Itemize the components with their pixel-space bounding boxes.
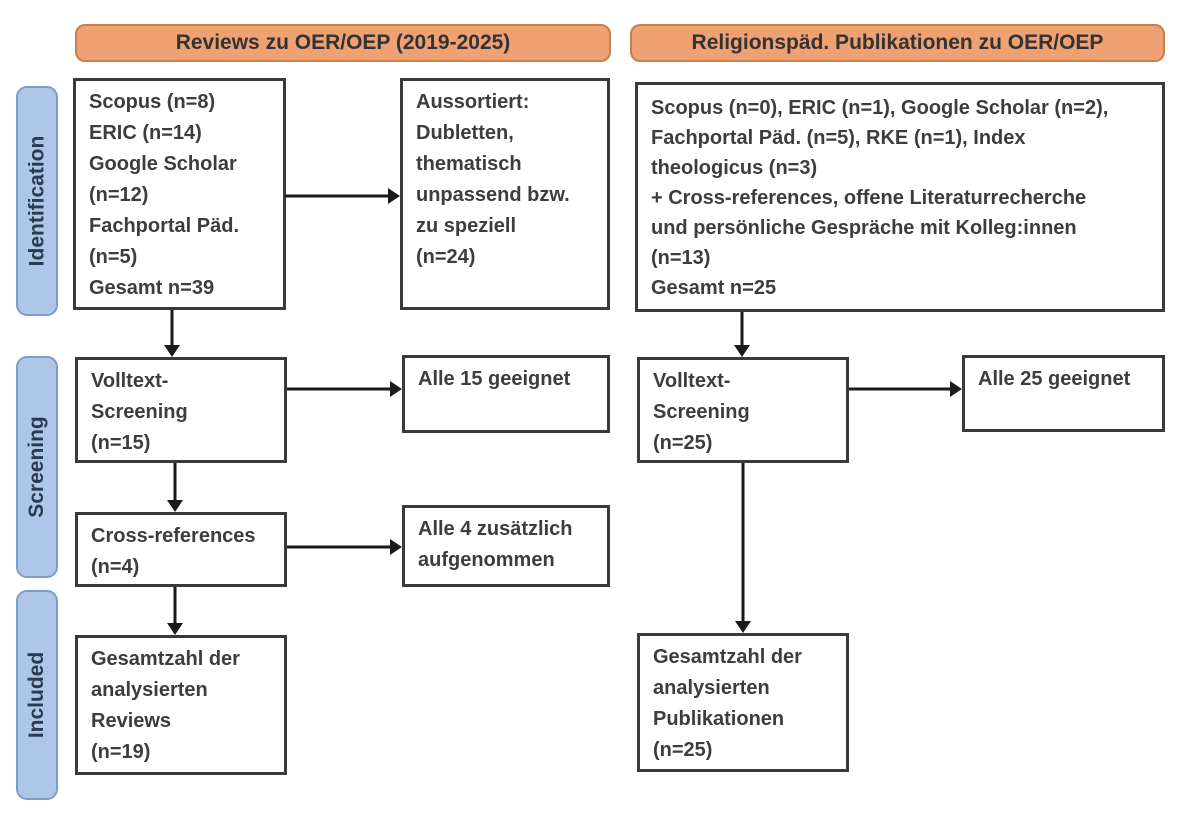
arrow-fulltext-to-eligible-left: [287, 381, 402, 397]
arrow-fulltext-to-total-right: [735, 463, 751, 633]
box-left-total-included: Gesamtzahl der analysierten Reviews (n=1…: [75, 635, 287, 775]
column-header-reviews-label: Reviews zu OER/OEP (2019-2025): [175, 31, 511, 54]
box-right-sources: Scopus (n=0), ERIC (n=1), Google Scholar…: [635, 82, 1165, 312]
stage-label-identification-text: Identification: [25, 135, 49, 267]
arrow-head-down-icon: [167, 623, 183, 635]
arrow-crossref-to-total-left: [167, 587, 183, 635]
arrow-shaft: [287, 387, 391, 391]
arrow-head-down-icon: [734, 345, 750, 357]
arrow-shaft: [741, 463, 745, 622]
arrow-shaft: [170, 310, 174, 346]
arrow-sources-to-fulltext-left: [164, 310, 180, 357]
column-header-religionspaed-label: Religionspäd. Publikationen zu OER/OEP: [691, 31, 1104, 54]
arrow-crossref-to-added-left: [287, 539, 402, 555]
arrow-shaft: [173, 463, 177, 501]
box-right-eligible-text: Alle 25 geeignet: [978, 368, 1131, 390]
box-right-total-included-text: Gesamtzahl der analysierten Publikatione…: [653, 646, 802, 761]
box-left-sources-text: Scopus (n=8) ERIC (n=14) Google Scholar …: [89, 91, 240, 299]
arrow-head-right-icon: [388, 188, 400, 204]
arrow-fulltext-to-crossref-left: [167, 463, 183, 512]
arrow-shaft: [285, 194, 389, 198]
column-header-reviews: Reviews zu OER/OEP (2019-2025): [75, 24, 611, 62]
arrow-shaft: [287, 545, 391, 549]
box-right-total-included: Gesamtzahl der analysierten Publikatione…: [637, 633, 849, 772]
box-left-excluded-text: Aussortiert: Dubletten, thematisch unpas…: [416, 91, 570, 268]
box-left-excluded: Aussortiert: Dubletten, thematisch unpas…: [400, 78, 610, 310]
box-left-crossreferences: Cross-references (n=4): [75, 512, 287, 587]
arrow-fulltext-to-eligible-right: [849, 381, 962, 397]
stage-label-screening: Screening: [16, 356, 58, 578]
arrow-head-down-icon: [735, 621, 751, 633]
stage-label-identification: Identification: [16, 86, 58, 316]
stage-label-included-text: Included: [25, 651, 48, 739]
box-left-sources: Scopus (n=8) ERIC (n=14) Google Scholar …: [73, 78, 286, 310]
stage-label-screening-text: Screening: [25, 416, 49, 518]
arrow-head-right-icon: [390, 381, 402, 397]
box-left-fulltext-screening-text: Volltext- Screening (n=15): [91, 370, 188, 454]
arrow-shaft: [740, 312, 744, 346]
box-left-added-text: Alle 4 zusätzlich aufgenommen: [418, 518, 573, 571]
arrow-head-down-icon: [164, 345, 180, 357]
arrow-shaft: [849, 387, 951, 391]
arrow-sources-to-fulltext-right: [734, 312, 750, 357]
box-left-added: Alle 4 zusätzlich aufgenommen: [402, 505, 610, 587]
box-right-sources-text: Scopus (n=0), ERIC (n=1), Google Scholar…: [651, 97, 1109, 299]
box-left-eligible-text: Alle 15 geeignet: [418, 368, 571, 390]
arrow-head-right-icon: [390, 539, 402, 555]
box-left-crossreferences-text: Cross-references (n=4): [91, 525, 256, 578]
arrow-sources-to-excluded-left: [285, 188, 400, 204]
arrow-shaft: [173, 587, 177, 624]
arrow-head-down-icon: [167, 500, 183, 512]
column-header-religionspaed: Religionspäd. Publikationen zu OER/OEP: [630, 24, 1165, 62]
box-left-total-included-text: Gesamtzahl der analysierten Reviews (n=1…: [91, 648, 240, 763]
box-left-fulltext-screening: Volltext- Screening (n=15): [75, 357, 287, 463]
box-right-fulltext-screening-text: Volltext- Screening (n=25): [653, 370, 750, 454]
box-right-eligible: Alle 25 geeignet: [962, 355, 1165, 432]
box-left-eligible: Alle 15 geeignet: [402, 355, 610, 433]
box-right-fulltext-screening: Volltext- Screening (n=25): [637, 357, 849, 463]
stage-label-included: Included: [16, 590, 58, 800]
arrow-head-right-icon: [950, 381, 962, 397]
